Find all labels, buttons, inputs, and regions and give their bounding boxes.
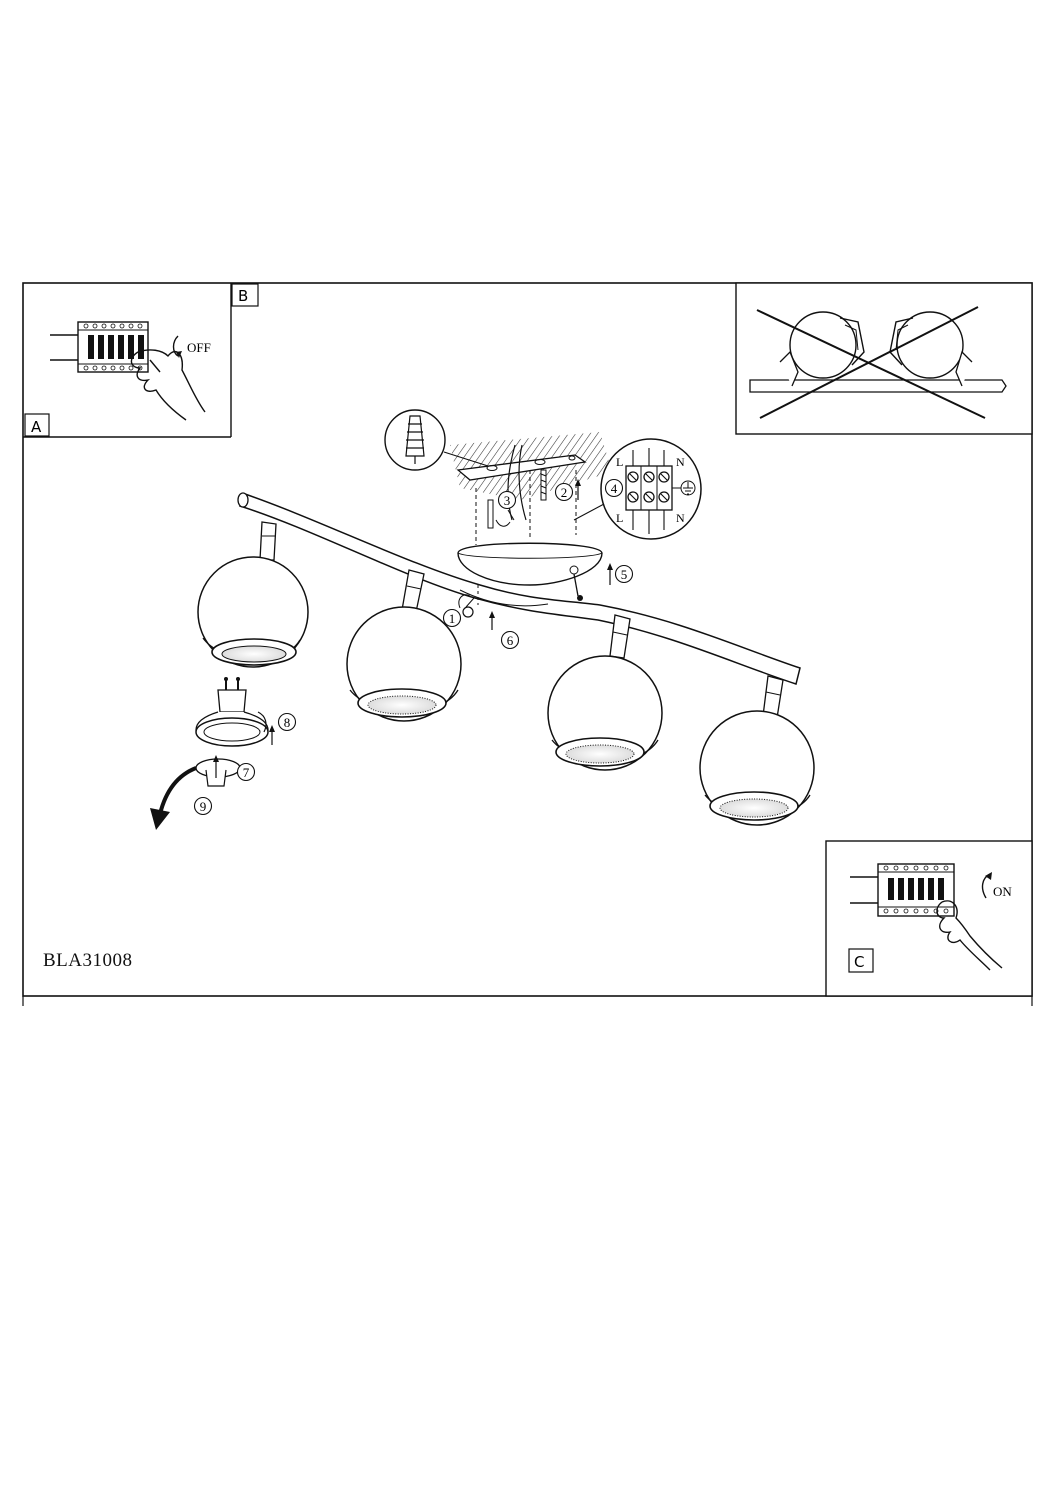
model-code: BLA31008 — [43, 950, 133, 971]
circuit-breaker-icon — [50, 321, 149, 373]
panel-a-label: A — [31, 418, 42, 436]
step-1: 1 — [449, 611, 456, 626]
step-9: 9 — [200, 799, 207, 814]
panel-a: A — [23, 283, 232, 438]
terminal-l-bottom: L — [616, 511, 623, 525]
terminal-n-bottom: N — [676, 511, 685, 525]
panel-a-label-box — [24, 413, 50, 437]
terminal-block-callout: L N L N 4 — [573, 438, 702, 540]
earth-ground-icon — [672, 480, 696, 496]
panel-b-label: B — [238, 287, 248, 305]
arrow-icon — [172, 335, 179, 357]
panel-c: C ON — [825, 840, 1033, 997]
panel-c-label-box — [848, 948, 874, 973]
terminal-n-top: N — [676, 455, 685, 469]
switch-on-label: ON — [993, 884, 1012, 899]
step-4: 4 — [611, 481, 618, 496]
step-7: 7 — [243, 765, 250, 780]
spot-lamp-icon — [346, 569, 462, 722]
spot-lamp-icon — [779, 311, 865, 387]
step-6: 6 — [507, 633, 514, 648]
spot-lamp-icon — [889, 311, 973, 387]
spot-lamp-icon — [197, 521, 309, 668]
switch-off-label: OFF — [187, 340, 211, 355]
ceiling-mounting: 3 2 — [384, 409, 612, 545]
spot-lamp-icon — [547, 614, 663, 771]
step-8: 8 — [284, 715, 291, 730]
main-frame — [22, 282, 1033, 997]
panel-warning — [735, 282, 1033, 435]
gu10-bulb-icon — [195, 677, 269, 747]
hand-icon — [936, 900, 1003, 971]
lamp-rail — [238, 493, 801, 685]
panel-b-label-box — [231, 283, 259, 307]
ceiling-canopy: 5 — [457, 542, 634, 601]
arrow-icon — [158, 766, 197, 815]
wall-plug-icon — [405, 415, 425, 464]
screw-icon — [487, 469, 547, 529]
bulb-replacement: 8 7 9 — [150, 677, 297, 830]
step-5: 5 — [621, 567, 628, 582]
panel-c-label: C — [854, 953, 864, 971]
center-screw-detail: 1 6 — [442, 585, 520, 650]
screw-icon — [569, 565, 583, 601]
step-3: 3 — [504, 493, 511, 508]
step-2: 2 — [561, 485, 568, 500]
terminal-l-top: L — [616, 455, 623, 469]
spot-lamp-icon — [699, 675, 815, 826]
circuit-breaker-icon — [850, 863, 955, 917]
